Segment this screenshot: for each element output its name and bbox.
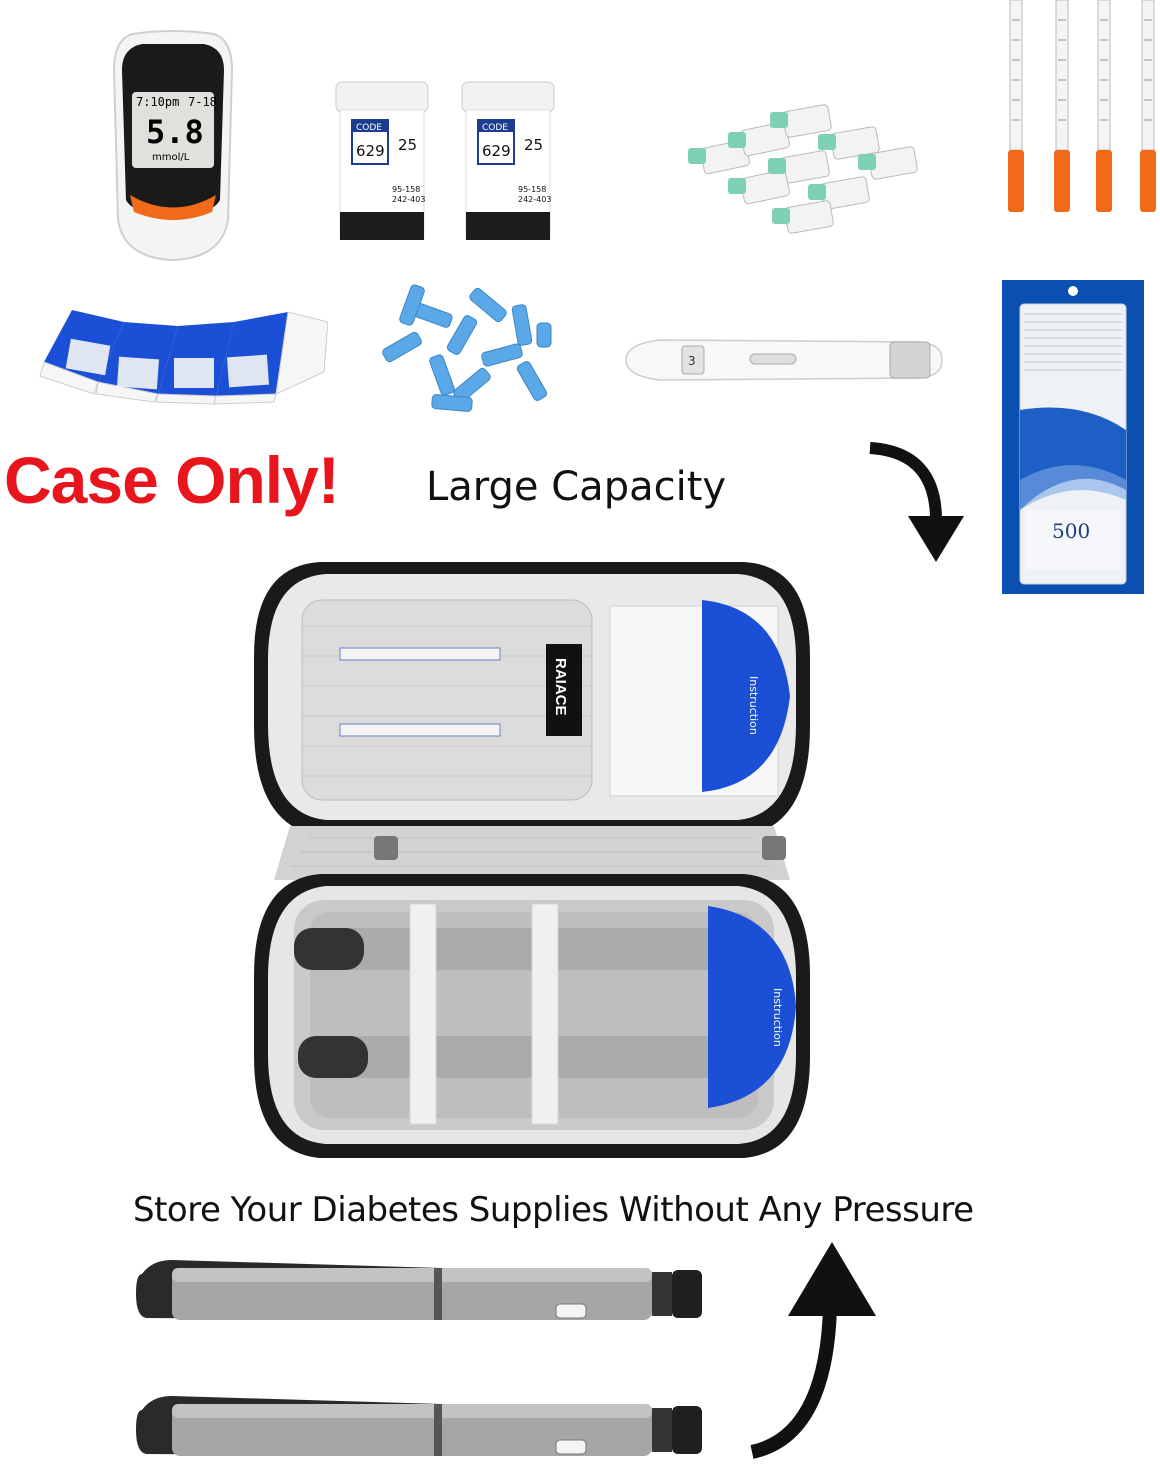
test-strip-bottle-image: CODE 629 25 95-158 242-403 (335, 81, 429, 240)
lancets-image (382, 284, 552, 412)
bottle-range-2: 242-403 (518, 195, 551, 204)
open-carrying-case-image: RAIACE Instruction Instruction (254, 562, 810, 1158)
bottle-code: 629 (482, 142, 511, 160)
test-strip-bottle-image: CODE 629 25 95-158 242-403 (461, 81, 555, 240)
store-supplies-tagline: Store Your Diabetes Supplies Without Any… (133, 1190, 974, 1230)
bottle-code-label: CODE (356, 123, 382, 133)
curved-arrow-down-icon (869, 442, 964, 562)
insulin-pen-image (136, 1260, 702, 1320)
lancing-device-image: 3 (625, 339, 943, 381)
alcohol-prep-pads-image (39, 310, 328, 405)
glucose-meter-image: 7:10pm 7-18 5.8 mmol/L (112, 30, 234, 262)
case-brand-tag: RAIACE (552, 658, 569, 716)
lancing-depth-label: 3 (688, 354, 696, 368)
bottle-range-2: 242-403 (392, 195, 425, 204)
curved-arrow-up-icon (750, 1242, 876, 1459)
case-only-headline: Case Only! (4, 443, 340, 517)
case-instruction-card-bottom: Instruction (771, 988, 784, 1047)
meter-reading: 5.8 (146, 113, 204, 151)
bottle-count: 25 (524, 136, 543, 154)
pen-needles-image (688, 104, 918, 234)
insulin-syringes-image (1008, 0, 1156, 212)
meter-time: 7:10pm (136, 95, 179, 109)
meter-unit: mmol/L (152, 152, 190, 163)
insulin-pen-image (136, 1396, 702, 1456)
bottle-range-1: 95-158 (518, 185, 546, 194)
swab-count: 500 (1052, 519, 1090, 543)
large-capacity-label: Large Capacity (426, 464, 727, 510)
bottle-range-1: 95-158 (392, 185, 420, 194)
bottle-code-label: CODE (482, 123, 508, 133)
cotton-swab-package-image: 500 (1002, 280, 1144, 594)
bottle-code: 629 (356, 142, 385, 160)
meter-date: 7-18 (188, 95, 217, 109)
case-instruction-card-top: Instruction (747, 676, 760, 735)
bottle-count: 25 (398, 136, 417, 154)
